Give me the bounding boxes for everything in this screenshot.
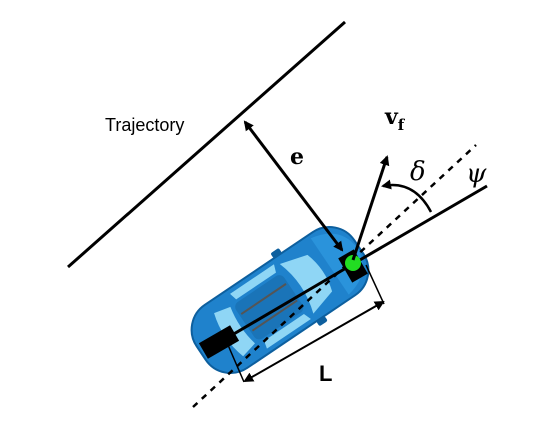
wheelbase-label: L — [319, 361, 332, 386]
trajectory-label: Trajectory — [105, 115, 184, 135]
steering-angle-label: δ — [410, 157, 426, 187]
steering-line — [352, 184, 488, 266]
rear-axle-block — [198, 325, 240, 359]
velocity-subscript: f — [398, 116, 406, 134]
velocity-label: vf — [384, 104, 406, 134]
wheelbase-tick-rear — [227, 344, 245, 383]
velocity-arrow — [351, 155, 390, 261]
car-windshield — [279, 254, 333, 314]
heading-angle-label: ψ — [466, 159, 487, 189]
error-arrow — [243, 120, 344, 252]
wheelbase-dimension-arrow — [243, 301, 385, 382]
front-axle-point — [345, 255, 361, 271]
wheelbase-tick-front — [365, 264, 385, 305]
error-label: e — [290, 144, 304, 170]
car-top-view-icon — [190, 226, 370, 374]
trajectory-line — [67, 20, 346, 269]
steering-angle-arc — [381, 179, 433, 213]
